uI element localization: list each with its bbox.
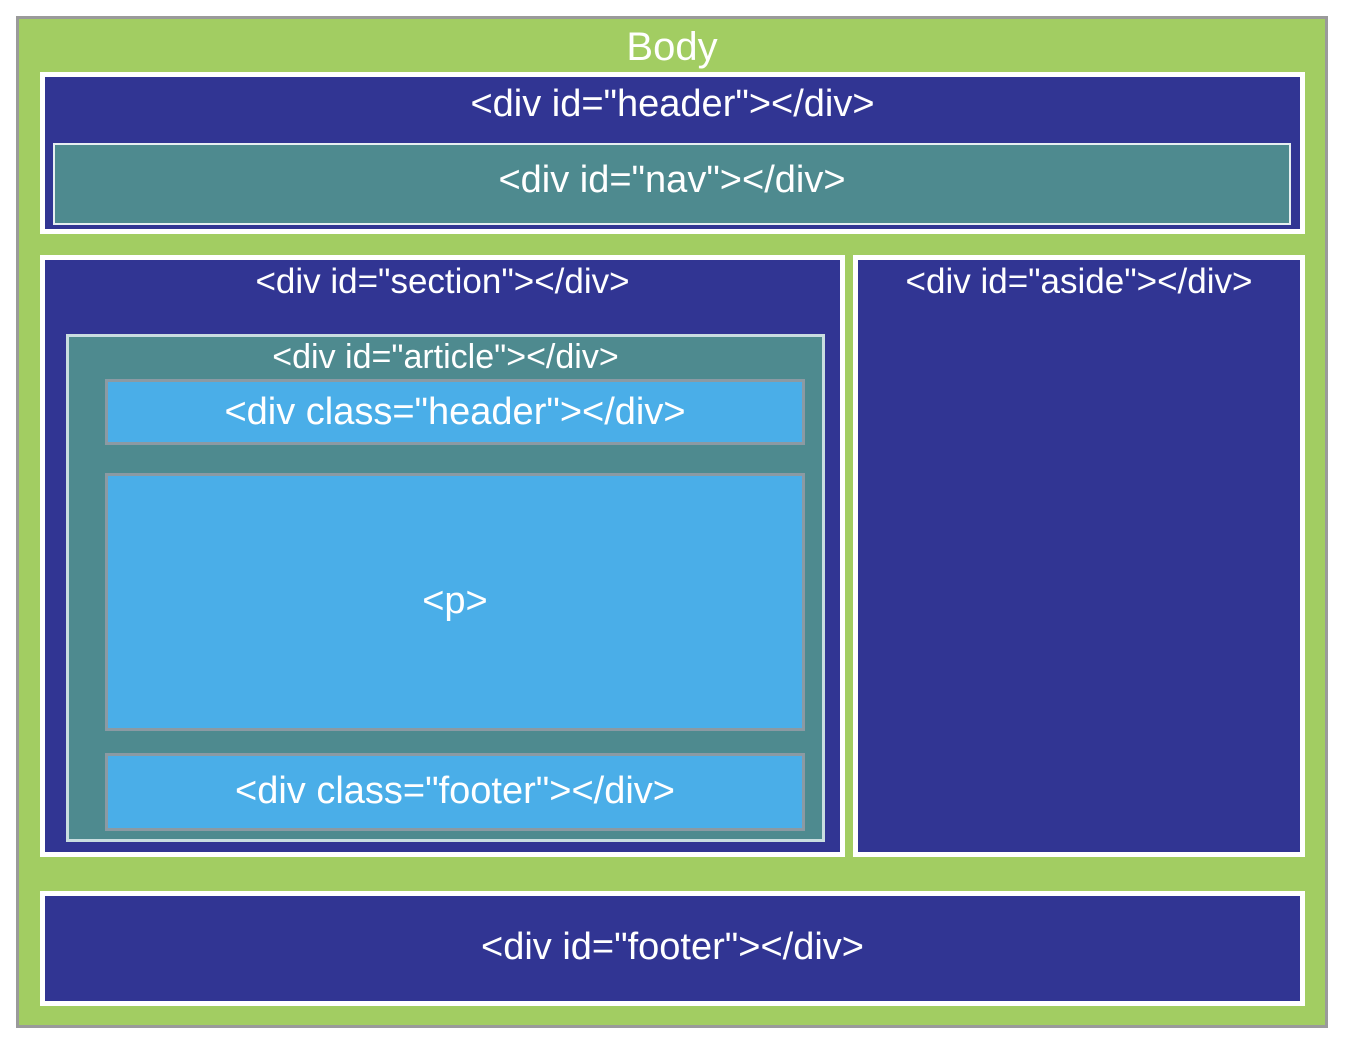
aside-box: <div id="aside"></div> bbox=[853, 255, 1305, 857]
footer-label: <div id="footer"></div> bbox=[481, 926, 864, 968]
aside-label: <div id="aside"></div> bbox=[905, 262, 1253, 301]
article-footer-box: <div class="footer"></div> bbox=[105, 753, 805, 831]
section-label: <div id="section"></div> bbox=[255, 262, 630, 301]
article-header-box: <div class="header"></div> bbox=[105, 379, 805, 445]
paragraph-box: <p> bbox=[105, 473, 805, 731]
article-label: <div id="article"></div> bbox=[272, 338, 619, 376]
footer-box: <div id="footer"></div> bbox=[40, 891, 1305, 1006]
header-label: <div id="header"></div> bbox=[470, 83, 875, 125]
paragraph-label: <p> bbox=[422, 580, 488, 622]
nav-box: <div id="nav"></div> bbox=[53, 143, 1291, 225]
article-header-label: <div class="header"></div> bbox=[224, 391, 686, 433]
nav-label: <div id="nav"></div> bbox=[498, 159, 846, 201]
body-label: Body bbox=[626, 25, 718, 69]
article-footer-label: <div class="footer"></div> bbox=[235, 770, 675, 812]
